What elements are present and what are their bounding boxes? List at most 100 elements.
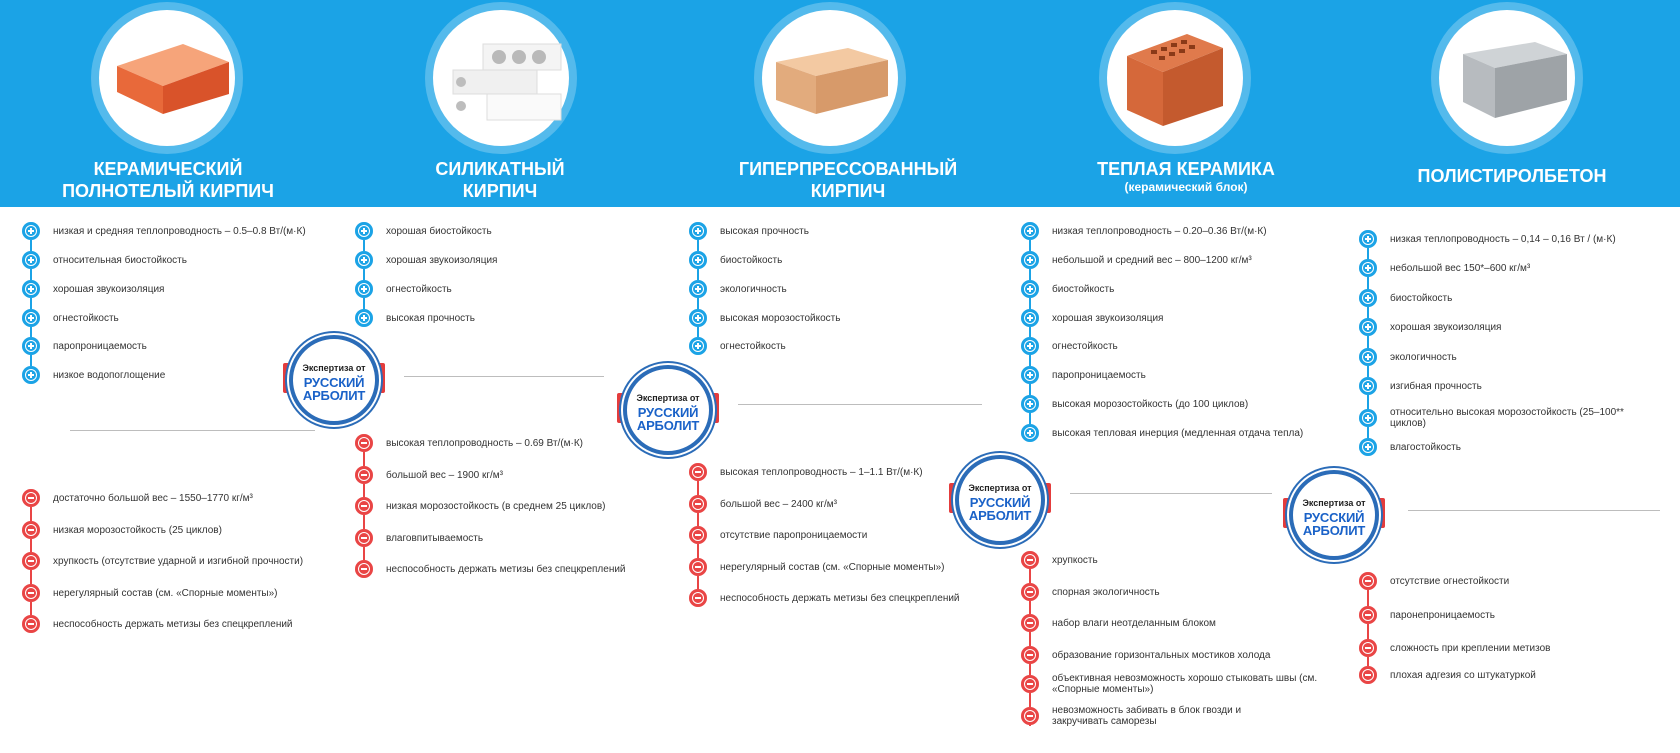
badge-seal [289,335,379,425]
plus-icon [355,280,373,298]
pro-item: низкая теплопроводность – 0,14 – 0,16 Вт… [1359,230,1616,248]
pros-connector-line [363,231,365,317]
minus-icon [355,497,373,515]
plus-icon [1359,289,1377,307]
pro-item: биостойкость [1021,280,1114,298]
pro-item: огнестойкость [22,309,119,327]
con-item: неспособность держать метизы без спецкре… [355,560,626,578]
plus-icon [355,251,373,269]
plus-icon [355,309,373,327]
con-item: нерегулярный состав (см. «Спорные момент… [22,584,278,602]
minus-icon [689,495,707,513]
pros-list: низкая и средняя теплопроводность – 0.5–… [22,222,332,384]
minus-icon [1021,551,1039,569]
minus-icon [22,552,40,570]
pro-item: низкая теплопроводность – 0.20–0.36 Вт/(… [1021,222,1267,240]
pro-item: хорошая звукоизоляция [1359,318,1501,336]
plus-icon [1359,409,1377,427]
plus-icon [689,309,707,327]
badge-label: Экспертиза от [1302,498,1366,508]
minus-icon [22,615,40,633]
pro-item: огнестойкость [1021,337,1118,355]
pro-item: биостойкость [1359,289,1452,307]
plus-icon [1021,395,1039,413]
product-image-circle [1107,10,1243,146]
badge-label: Экспертиза от [636,393,700,403]
minus-icon [1021,707,1039,725]
cons-list: достаточно большой вес – 1550–1770 кг/м³… [22,489,342,639]
plus-icon [689,280,707,298]
hyperpressed-brick-image [776,48,888,114]
plus-icon [1359,438,1377,456]
plus-icon [1021,309,1039,327]
pro-item: высокая морозостойкость (до 100 циклов) [1021,395,1248,413]
pros-list: низкая теплопроводность – 0.20–0.36 Вт/(… [1021,222,1341,442]
cons-list: высокая теплопроводность – 0.69 Вт/(м·К)… [355,434,675,584]
product-image-circle [762,10,898,146]
pro-item: высокая прочность [689,222,809,240]
minus-icon [1021,675,1039,693]
section-divider [70,430,315,431]
pro-item: низкая и средняя теплопроводность – 0.5–… [22,222,306,240]
plus-icon [1021,424,1039,442]
pro-item: хорошая звукоизоляция [1021,309,1163,327]
con-item: хрупкость (отсутствие ударной и изгибной… [22,552,303,570]
minus-icon [1359,666,1377,684]
silicate-brick-image [452,43,562,121]
pros-connector-line [1367,239,1369,447]
cons-list: хрупкость спорная экологичность набор вл… [1021,551,1341,741]
con-item: достаточно большой вес – 1550–1770 кг/м³ [22,489,253,507]
pro-item: влагостойкость [1359,438,1461,456]
pro-item: хорошая биостойкость [355,222,492,240]
pro-item: паропроницаемость [22,337,147,355]
pro-item: экологичность [1359,348,1457,366]
con-item: сложность при креплении метизов [1359,639,1550,657]
pro-item: хорошая звукоизоляция [22,280,164,298]
con-item: отсутствие паропроницаемости [689,526,867,544]
minus-icon [1021,614,1039,632]
con-item: хрупкость [1021,551,1098,569]
badge-seal [1289,470,1379,560]
plus-icon [1359,377,1377,395]
plus-icon [689,251,707,269]
minus-icon [22,489,40,507]
minus-icon [22,521,40,539]
pro-item: относительно высокая морозостойкость (25… [1359,407,1649,429]
minus-icon [1021,646,1039,664]
column-title: ПОЛИСТИРОЛБЕТОН [1417,166,1607,186]
plus-icon [22,222,40,240]
minus-icon [355,434,373,452]
con-item: объективная невозможность хорошо стыкова… [1021,673,1321,695]
column-subtitle: (керамический блок) [1124,180,1248,194]
pro-item: паропроницаемость [1021,366,1146,384]
minus-icon [689,526,707,544]
pro-item: низкое водопоглощение [22,366,165,384]
pros-list: хорошая биостойкость хорошая звукоизоляц… [355,222,655,327]
con-item: высокая теплопроводность – 0.69 Вт/(м·К) [355,434,583,452]
product-image-circle [99,10,235,146]
minus-icon [22,584,40,602]
plus-icon [1359,259,1377,277]
con-item: низкая морозостойкость (в среднем 25 цик… [355,497,606,515]
pro-item: огнестойкость [689,337,786,355]
con-item: неспособность держать метизы без спецкре… [689,589,960,607]
section-divider [1070,493,1272,494]
product-image-circle [1439,10,1575,146]
con-item: набор влаги неотделанным блоком [1021,614,1216,632]
product-image-circle [433,10,569,146]
con-item: нерегулярный состав (см. «Спорные момент… [689,558,945,576]
con-item: влаговпитываемость [355,529,483,547]
con-item: отсутствие огнестойкости [1359,572,1509,590]
cons-connector-line [1029,560,1031,726]
plus-icon [1021,222,1039,240]
con-item: плохая адгезия со штукатуркой [1359,666,1536,684]
con-item: спорная экологичность [1021,583,1160,601]
minus-icon [1359,639,1377,657]
plus-icon [1359,318,1377,336]
badge-seal [955,455,1045,545]
pros-list: высокая прочность биостойкость экологичн… [689,222,989,355]
